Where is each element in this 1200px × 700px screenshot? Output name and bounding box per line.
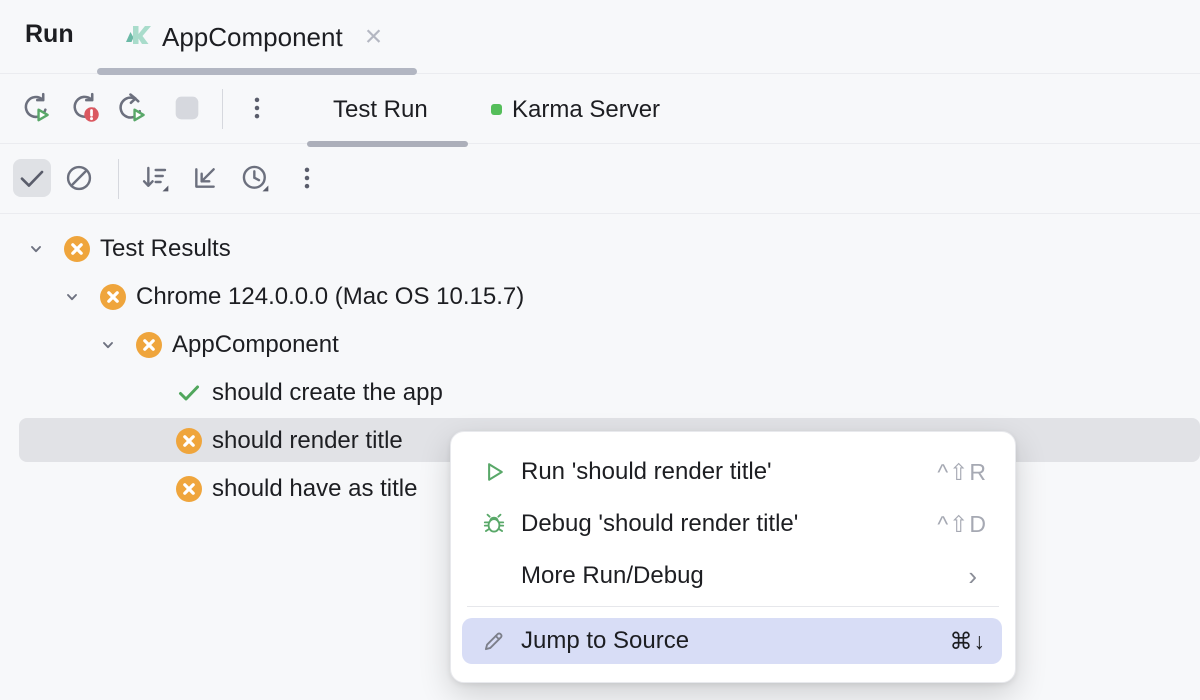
sort-icon[interactable] xyxy=(136,159,174,197)
menu-item-more-run-debug[interactable]: More Run/Debug › xyxy=(451,550,1015,602)
failed-badge-icon xyxy=(176,476,202,502)
failed-badge-icon xyxy=(100,284,126,310)
tree-row-label: should create the app xyxy=(212,379,443,406)
tree-row-label: AppComponent xyxy=(172,331,339,358)
menu-item-label: Run 'should render title' xyxy=(521,458,772,485)
close-icon[interactable]: × xyxy=(364,20,383,53)
tree-row-label: should render title xyxy=(212,427,403,454)
tree-row-label: Test Results xyxy=(100,235,231,262)
rerun-failed-icon[interactable] xyxy=(66,89,104,127)
pencil-icon xyxy=(484,632,503,651)
toggle-auto-test-icon[interactable] xyxy=(113,89,151,127)
tab-karma-server-label: Karma Server xyxy=(512,95,661,123)
tab-test-run-label: Test Run xyxy=(333,95,428,123)
kebab-menu-icon[interactable] xyxy=(238,89,276,127)
menu-item-label: More Run/Debug xyxy=(521,562,704,589)
tree-row-should-render[interactable]: should render title xyxy=(0,417,1200,465)
menu-shortcut: ^⇧D xyxy=(937,510,987,537)
show-ignored-icon[interactable] xyxy=(60,159,98,197)
tree-row-label: should have as title xyxy=(212,475,418,502)
tree-row-appcomponent[interactable]: AppComponent xyxy=(0,321,1200,369)
collapse-arrow-icon[interactable] xyxy=(186,159,224,197)
rerun-icon[interactable] xyxy=(17,89,55,127)
toolbar-separator xyxy=(118,159,119,199)
tool-window-title: Run xyxy=(25,20,74,48)
empty-icon-slot xyxy=(481,563,507,589)
chevron-down-icon[interactable] xyxy=(64,289,80,305)
run-toolbar: Test Run Karma Server xyxy=(0,75,1200,144)
run-icon xyxy=(488,463,503,481)
submenu-chevron-icon: › xyxy=(968,560,977,591)
failed-badge-icon xyxy=(64,236,90,262)
tool-window-header: Run AppComponent × xyxy=(0,0,1200,75)
tree-row-test-results[interactable]: Test Results xyxy=(0,225,1200,273)
menu-shortcut: ⌘↓ xyxy=(949,627,986,654)
failed-badge-icon xyxy=(176,428,202,454)
tree-row-should-create[interactable]: should create the app xyxy=(0,369,1200,417)
active-tab-indicator xyxy=(97,68,417,75)
tree-row-chrome[interactable]: Chrome 124.0.0.0 (Mac OS 10.15.7) xyxy=(0,273,1200,321)
stop-icon xyxy=(168,89,206,127)
clock-icon[interactable] xyxy=(236,159,274,197)
test-results-tree: Test Results Chrome 124.0.0.0 (Mac OS 10… xyxy=(0,225,1200,513)
toolbar-separator xyxy=(222,89,223,129)
kebab-menu-icon[interactable] xyxy=(288,159,326,197)
server-status-dot xyxy=(491,104,502,115)
tab-appcomponent[interactable]: AppComponent × xyxy=(122,12,382,62)
show-passed-icon[interactable] xyxy=(13,159,51,197)
chevron-down-icon[interactable] xyxy=(100,337,116,353)
debug-bug-icon xyxy=(483,513,505,533)
menu-item-jump-to-source[interactable]: Jump to Source ⌘↓ xyxy=(462,618,1002,664)
failed-badge-icon xyxy=(136,332,162,358)
menu-shortcut: ^⇧R xyxy=(937,458,987,485)
test-tree-toolbar xyxy=(0,145,1200,214)
menu-item-debug[interactable]: Debug 'should render title' ^⇧D xyxy=(451,498,1015,550)
chevron-down-icon[interactable] xyxy=(28,241,44,257)
tab-test-run[interactable]: Test Run xyxy=(333,75,428,144)
menu-item-run[interactable]: Run 'should render title' ^⇧R xyxy=(451,446,1015,498)
menu-item-label: Jump to Source xyxy=(521,627,690,654)
context-menu: Run 'should render title' ^⇧R Debug 'sho… xyxy=(450,431,1016,683)
passed-check-icon xyxy=(179,385,199,401)
menu-separator xyxy=(467,606,999,607)
karma-icon xyxy=(122,19,154,56)
tab-karma-server[interactable]: Karma Server xyxy=(491,75,660,144)
tree-row-label: Chrome 124.0.0.0 (Mac OS 10.15.7) xyxy=(136,283,525,310)
tab-label: AppComponent xyxy=(162,21,343,52)
tree-row-should-have[interactable]: should have as title xyxy=(0,465,1200,513)
selected-run-tab-indicator xyxy=(307,141,468,147)
menu-item-label: Debug 'should render title' xyxy=(521,510,799,537)
